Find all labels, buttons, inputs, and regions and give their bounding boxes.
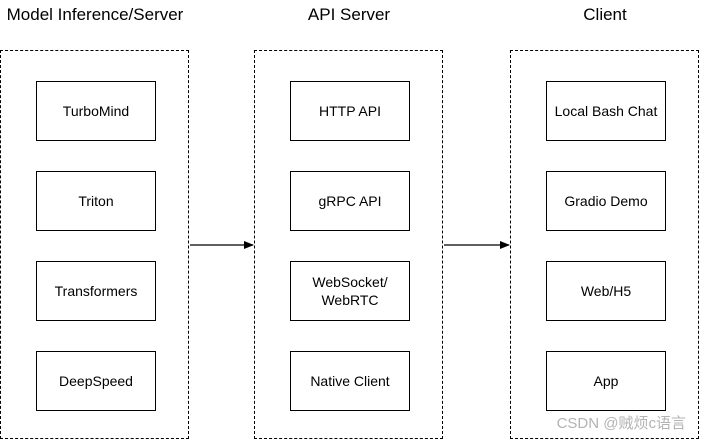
group-api-server: HTTP API gRPC API WebSocket/ WebRTC Nati…: [254, 50, 443, 439]
watermark-text: CSDN @贼烦c语言: [556, 415, 686, 432]
node-websocket-webrtc: WebSocket/ WebRTC: [290, 261, 410, 321]
node-gradio-demo: Gradio Demo: [546, 171, 666, 231]
column-title-client: Client: [583, 5, 627, 24]
node-app: App: [546, 351, 666, 411]
node-web-h5: Web/H5: [546, 261, 666, 321]
node-local-bash-chat: Local Bash Chat: [546, 81, 666, 141]
node-turbomind: TurboMind: [36, 81, 156, 141]
column-title-api-server: API Server: [307, 5, 391, 24]
group-client: Local Bash Chat Gradio Demo Web/H5 App: [510, 50, 699, 439]
group-model-inference: TurboMind Triton Transformers DeepSpeed: [0, 50, 189, 439]
node-triton: Triton: [36, 171, 156, 231]
node-http-api: HTTP API: [290, 81, 410, 141]
node-native-client: Native Client: [290, 351, 410, 411]
column-title-model-inference: Model Inference/Server: [6, 5, 184, 24]
node-deepspeed: DeepSpeed: [36, 351, 156, 411]
node-grpc-api: gRPC API: [290, 171, 410, 231]
node-transformers: Transformers: [36, 261, 156, 321]
